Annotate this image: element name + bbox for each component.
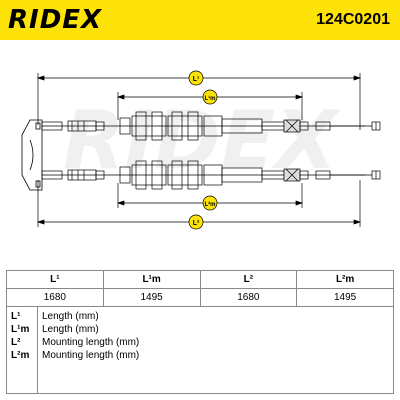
legend-key: L¹ bbox=[11, 311, 21, 322]
dimensions-table: L¹ L¹m L² L²m 1680 1495 1680 1495 bbox=[6, 270, 394, 307]
cable-upper bbox=[41, 111, 381, 141]
label-l1m-badge bbox=[202, 89, 218, 105]
legend-divider bbox=[37, 307, 38, 393]
table-header-l1m: L¹m bbox=[102, 270, 201, 289]
table-header-l1: L¹ bbox=[6, 270, 104, 289]
legend-value: Length (mm) bbox=[42, 311, 99, 322]
table-cell-l2m: 1495 bbox=[296, 288, 394, 307]
header-bar: RIDEX 124C0201 bbox=[0, 0, 400, 40]
label-l2m: L²m bbox=[205, 201, 216, 208]
label-l2m-badge bbox=[202, 195, 218, 211]
legend-key: L¹m bbox=[11, 324, 30, 335]
legend-value: Length (mm) bbox=[42, 324, 99, 335]
label-l1-badge bbox=[188, 70, 204, 86]
cable-lower bbox=[41, 160, 381, 190]
mounting-bracket bbox=[21, 119, 43, 191]
label-l1m: L¹m bbox=[205, 95, 216, 102]
brand-logo: RIDEX bbox=[8, 5, 103, 35]
label-l2: L² bbox=[193, 220, 200, 227]
table-header-l2m: L²m bbox=[296, 270, 394, 289]
table-cell-l1: 1680 bbox=[6, 288, 104, 307]
table-cell-l1m: 1495 bbox=[102, 288, 201, 307]
legend-key: L² bbox=[11, 337, 21, 348]
legend-value: Mounting length (mm) bbox=[42, 350, 140, 361]
table-header-l2: L² bbox=[199, 270, 298, 289]
label-l1: L¹ bbox=[193, 76, 200, 83]
table-header-row: L¹ L¹m L² L²m bbox=[6, 270, 394, 289]
table-cell-l2: 1680 bbox=[199, 288, 298, 307]
legend-key: L²m bbox=[11, 350, 30, 361]
legend-value: Mounting length (mm) bbox=[42, 337, 140, 348]
table-row: 1680 1495 1680 1495 bbox=[6, 288, 394, 307]
part-number: 124C0201 bbox=[316, 11, 390, 28]
legend: L¹ Length (mm) L¹m Length (mm) L² Mounti… bbox=[6, 306, 394, 394]
label-l2-badge bbox=[188, 214, 204, 230]
cable-drawing: RIDEX L¹ L¹m bbox=[21, 70, 381, 230]
